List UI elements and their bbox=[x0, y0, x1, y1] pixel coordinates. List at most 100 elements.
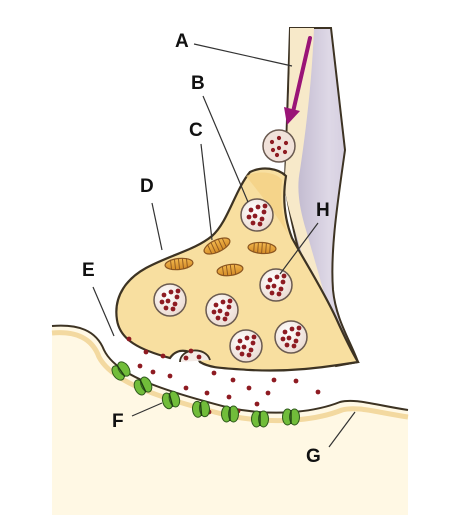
mitochondrion bbox=[164, 257, 194, 271]
label-g: G bbox=[306, 446, 321, 467]
neurotransmitter-dot bbox=[269, 290, 275, 296]
neurotransmitter-dot bbox=[241, 344, 247, 350]
neurotransmitter-dot bbox=[270, 147, 276, 153]
label-b: B bbox=[191, 73, 205, 94]
neurotransmitter-dot bbox=[276, 135, 282, 141]
neurotransmitter-dot bbox=[143, 349, 149, 355]
leader-line-f bbox=[131, 402, 163, 417]
neurotransmitter-dot bbox=[211, 309, 217, 315]
neurotransmitter-dot bbox=[224, 311, 230, 317]
neurotransmitter-dot bbox=[159, 299, 165, 305]
label-h: H bbox=[316, 200, 330, 221]
neurotransmitter-dot bbox=[269, 139, 275, 145]
neurotransmitter-dot bbox=[175, 288, 181, 294]
neurotransmitter-dot bbox=[126, 336, 132, 342]
neurotransmitter-dot bbox=[183, 355, 189, 361]
neurotransmitter-dot bbox=[161, 292, 167, 298]
neurotransmitter-dot bbox=[296, 325, 302, 331]
leader-line-a bbox=[193, 43, 293, 67]
labels: A B C D E F G H bbox=[82, 31, 330, 467]
neurotransmitter-dot bbox=[172, 301, 178, 307]
neurotransmitter-dot bbox=[262, 203, 268, 209]
neurotransmitter-dot bbox=[211, 370, 217, 376]
neurotransmitter-dot bbox=[167, 373, 173, 379]
neurotransmitter-dot bbox=[271, 377, 277, 383]
neurotransmitter-dot bbox=[267, 277, 273, 283]
neurotransmitter-dot bbox=[280, 336, 286, 342]
neurotransmitter-dot bbox=[265, 284, 271, 290]
neurotransmitter-dot bbox=[278, 286, 284, 292]
neurotransmitter-dot bbox=[220, 299, 226, 305]
neurotransmitter-dot bbox=[295, 331, 301, 337]
neurotransmitter-dot bbox=[239, 351, 245, 357]
neurotransmitter-dot bbox=[248, 207, 254, 213]
neurotransmitter-dot bbox=[213, 302, 219, 308]
neurotransmitter-dot bbox=[274, 152, 280, 158]
neurotransmitter-dot bbox=[252, 213, 258, 219]
neurotransmitter-dot bbox=[293, 338, 299, 344]
neurotransmitter-dot bbox=[281, 273, 287, 279]
neurotransmitter-dot bbox=[284, 342, 290, 348]
downward-arrow-icon bbox=[284, 36, 312, 125]
neurotransmitter-dot bbox=[215, 315, 221, 321]
neurotransmitter-dot bbox=[230, 377, 236, 383]
neurotransmitter-dot bbox=[160, 353, 166, 359]
neurotransmitter-dot bbox=[170, 306, 176, 312]
axon-vesicle bbox=[262, 129, 296, 163]
receptor-channel-icon bbox=[221, 405, 239, 423]
axon-core bbox=[284, 28, 336, 340]
label-f: F bbox=[112, 411, 124, 432]
neurotransmitter-dot bbox=[276, 291, 282, 297]
neurotransmitter-dot bbox=[163, 305, 169, 311]
neurotransmitter-dot bbox=[237, 338, 243, 344]
receptor-channel-icon bbox=[161, 390, 181, 410]
neurotransmitter-dot bbox=[188, 348, 194, 354]
label-d: D bbox=[140, 176, 154, 197]
neurotransmitter-dot bbox=[283, 140, 289, 146]
receptor-channel-icon bbox=[282, 408, 300, 426]
leader-line-b bbox=[202, 95, 249, 203]
neurotransmitter-dot bbox=[222, 316, 228, 322]
neurotransmitter-dot bbox=[315, 389, 321, 395]
neurotransmitter-dot bbox=[246, 214, 252, 220]
neurotransmitter-dot bbox=[235, 345, 241, 351]
neurotransmitter-dot bbox=[227, 298, 233, 304]
neurotransmitter-dot bbox=[274, 274, 280, 280]
leader-line-d bbox=[151, 202, 163, 251]
neurotransmitter-dot bbox=[168, 289, 174, 295]
mitochondrion bbox=[216, 263, 244, 277]
leader-line-e bbox=[92, 286, 115, 337]
neurotransmitter-dot bbox=[217, 308, 223, 314]
neurotransmitter-dot bbox=[137, 363, 143, 369]
leader-line-g bbox=[328, 411, 356, 448]
neurotransmitter-dot bbox=[183, 385, 189, 391]
neurotransmitter-dot bbox=[282, 149, 288, 155]
neurotransmitter-dot bbox=[150, 369, 156, 375]
neurotransmitter-dot bbox=[265, 390, 271, 396]
neurotransmitter-dot bbox=[246, 385, 252, 391]
mitochondria bbox=[164, 237, 277, 277]
neurotransmitter-dot bbox=[226, 304, 232, 310]
neurotransmitter-dot bbox=[293, 378, 299, 384]
label-e: E bbox=[82, 260, 95, 281]
receptor-channel-icon bbox=[191, 400, 211, 418]
label-a: A bbox=[175, 31, 189, 52]
neurotransmitter-dot bbox=[204, 390, 210, 396]
neurotransmitter-dot bbox=[291, 343, 297, 349]
neurotransmitter-dot bbox=[196, 354, 202, 360]
neurotransmitter-dot bbox=[251, 334, 257, 340]
mitochondrion bbox=[247, 241, 277, 255]
neurotransmitter-dot bbox=[244, 335, 250, 341]
leader-line-c bbox=[200, 143, 213, 241]
mitochondrion bbox=[203, 237, 231, 255]
neurotransmitter-dot bbox=[248, 347, 254, 353]
neurotransmitter-dot bbox=[246, 352, 252, 358]
neurotransmitter-dot bbox=[276, 145, 282, 151]
receptor-channel-icon bbox=[111, 361, 131, 381]
neurotransmitter-dot bbox=[165, 298, 171, 304]
receptor-channel-icon bbox=[251, 410, 269, 428]
neurotransmitter-dot bbox=[254, 401, 260, 407]
neurotransmitter-dot bbox=[286, 335, 292, 341]
neurotransmitter-molecules bbox=[159, 203, 302, 358]
